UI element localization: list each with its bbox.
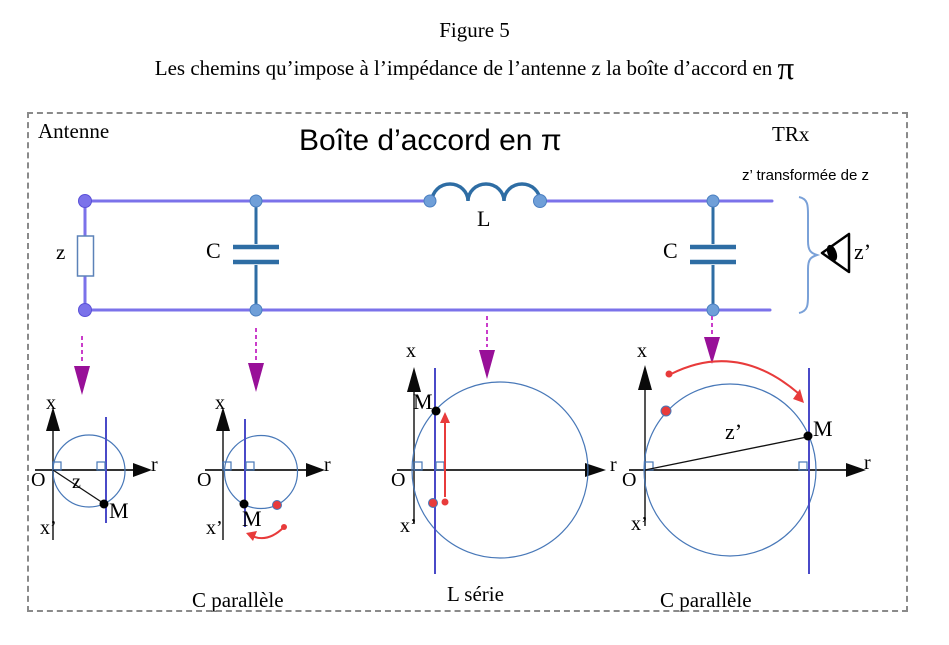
red-arrowhead xyxy=(793,389,804,403)
zprime-vector xyxy=(644,436,808,471)
figure-subtitle: Les chemins qu’impose à l’impédance de l… xyxy=(0,53,949,86)
d2-x-axis-label: x xyxy=(215,392,225,414)
zprime-transformed-label: z’ transformée de z xyxy=(742,167,869,184)
d2-m-label: M xyxy=(242,506,262,531)
cap2-label: C xyxy=(663,238,678,263)
r-axis-arrow xyxy=(585,463,606,477)
impedance-diagram-1 xyxy=(35,407,152,540)
z-vector xyxy=(52,469,104,504)
red-arrowhead xyxy=(246,531,257,541)
d1-x-axis-label: x xyxy=(46,392,56,414)
impedance-diagram-4 xyxy=(629,360,866,574)
red-motion-arc xyxy=(251,526,285,540)
start-point-red xyxy=(272,500,282,510)
cap1-label: C xyxy=(206,238,221,263)
caption-l-serie: L série xyxy=(447,582,504,606)
impedance-circle xyxy=(52,434,126,508)
impedance-z-label: z xyxy=(56,240,66,264)
box-title: Boîte d’accord en π xyxy=(299,124,562,157)
d3-r-axis-label: r xyxy=(610,454,617,476)
d4-xneg-label: x’ xyxy=(631,513,648,535)
d2-origin-label: O xyxy=(197,469,212,491)
brace xyxy=(798,196,821,314)
d1-xneg-label: x’ xyxy=(40,517,57,539)
d3-x-axis-label: x xyxy=(406,340,416,362)
impedance-diagram-3 xyxy=(397,367,606,574)
x-axis-arrow xyxy=(216,407,230,431)
impedance-circle xyxy=(223,434,299,510)
d2-xneg-label: x’ xyxy=(206,517,223,539)
subtitle-text: Les chemins qu’impose à l’impédance de l… xyxy=(154,56,778,80)
x-axis-arrow xyxy=(46,407,60,431)
d2-r-axis-label: r xyxy=(324,454,331,476)
down-arrow-icon-3 xyxy=(479,316,495,379)
capacitor-2 xyxy=(690,201,736,310)
antenna-label: Antenne xyxy=(38,119,110,143)
d1-z-label: z xyxy=(72,471,81,493)
impedance-circle xyxy=(643,383,817,557)
d1-m-label: M xyxy=(109,498,129,523)
red-motion-arc xyxy=(670,360,799,394)
point-m xyxy=(239,499,249,509)
d1-origin-label: O xyxy=(31,469,46,491)
inductor xyxy=(430,182,542,203)
r-axis-arrow xyxy=(306,463,325,477)
capacitor-1 xyxy=(233,201,279,310)
d3-xneg-label: x’ xyxy=(400,515,417,537)
impedance-circle xyxy=(411,381,589,559)
point-m xyxy=(803,431,813,441)
caption-c-parallel-1: C parallèle xyxy=(192,588,284,612)
start-point-red xyxy=(428,498,438,508)
circuit-nodes xyxy=(78,194,720,317)
r-axis-arrow xyxy=(846,463,866,477)
d1-r-axis-label: r xyxy=(151,454,158,476)
impedance-diagram-2 xyxy=(205,407,325,541)
d4-r-axis-label: r xyxy=(864,452,871,474)
d3-m-label: M xyxy=(413,389,433,414)
point-m xyxy=(431,406,441,416)
d3-origin-label: O xyxy=(391,469,406,491)
down-arrow-icon-1 xyxy=(74,336,90,395)
caption-c-parallel-2: C parallèle xyxy=(660,588,752,612)
inductor-label: L xyxy=(477,206,491,231)
x-axis-arrow xyxy=(407,367,421,392)
zprime-observer-label: z’ xyxy=(854,239,872,264)
figure-border xyxy=(27,112,908,612)
d4-m-label: M xyxy=(813,416,833,441)
point-m xyxy=(99,499,109,509)
down-arrow-icon-4 xyxy=(704,316,720,364)
r-axis-arrow xyxy=(133,463,152,477)
d4-zprime-label: z’ xyxy=(725,419,743,444)
eye-icon xyxy=(820,232,851,274)
subtitle-pi: π xyxy=(777,51,795,87)
trx-label: TRx xyxy=(772,122,810,146)
start-point-red xyxy=(660,405,672,417)
d4-x-axis-label: x xyxy=(637,340,647,362)
red-arrowhead xyxy=(440,412,450,423)
down-arrow-icon-2 xyxy=(248,328,264,392)
figure-title: Figure 5 xyxy=(439,18,510,42)
x-axis-arrow xyxy=(638,365,652,390)
antenna-impedance-resistor xyxy=(76,235,95,277)
d4-origin-label: O xyxy=(622,469,637,491)
